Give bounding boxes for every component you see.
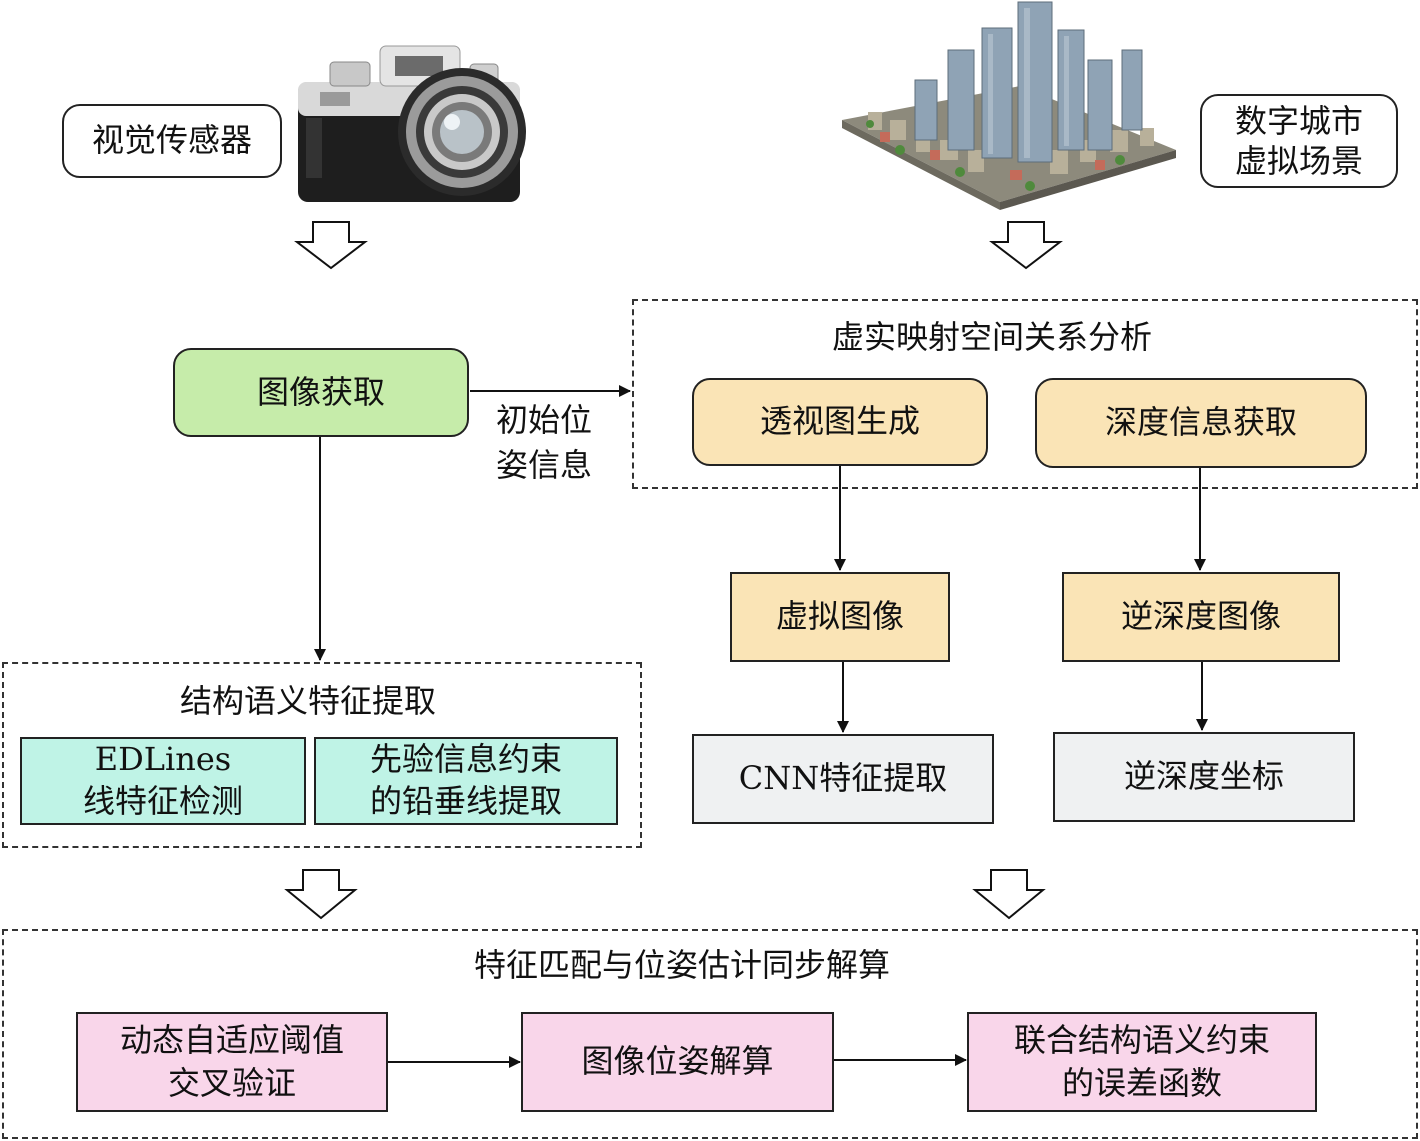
matching-group: [2, 929, 1418, 1139]
cross-validation-text: 动态自适应阈值 交叉验证: [119, 1020, 344, 1102]
image-acquire-node: 图像获取: [173, 348, 469, 437]
error-function-node: 联合结构语义约束 的误差函数: [967, 1012, 1317, 1112]
mapping-group: [632, 299, 1418, 489]
inverse-depth-coord-text: 逆深度坐标: [1123, 757, 1284, 796]
image-acquire-text: 图像获取: [256, 372, 385, 411]
perspective-node: 透视图生成: [692, 378, 988, 466]
vertical-lines-node: 先验信息约束 的铅垂线提取: [314, 737, 618, 825]
hollow-down-arrow-sensor: [294, 221, 368, 270]
depth-info-text: 深度信息获取: [1104, 403, 1297, 442]
inverse-depth-coord-node: 逆深度坐标: [1053, 732, 1355, 822]
hollow-down-arrow-mapping: [972, 869, 1046, 920]
matching-group-title: 特征匹配与位姿估计同步解算: [473, 946, 890, 984]
edlines-text: EDLines 线特征检测: [82, 740, 243, 820]
visual-sensor-label: 视觉传感器: [62, 104, 282, 178]
initial-pose-label: 初始位 姿信息: [495, 401, 592, 484]
cross-validation-node: 动态自适应阈值 交叉验证: [76, 1012, 388, 1112]
hollow-down-arrow-structure: [284, 869, 358, 920]
mapping-group-title: 虚实映射空间关系分析: [831, 318, 1152, 356]
edlines-node: EDLines 线特征检测: [20, 737, 306, 825]
cnn-feature-text: CNN特征提取: [738, 759, 948, 798]
digital-city-label: 数字城市 虚拟场景: [1200, 94, 1398, 188]
hollow-down-arrow-scene: [989, 221, 1063, 270]
cnn-feature-node: CNN特征提取: [692, 734, 994, 824]
pose-solve-text: 图像位姿解算: [581, 1042, 774, 1081]
visual-sensor-text: 视觉传感器: [91, 121, 252, 160]
inverse-depth-image-node: 逆深度图像: [1062, 572, 1340, 662]
inverse-depth-image-text: 逆深度图像: [1120, 597, 1281, 636]
vertical-lines-text: 先验信息约束 的铅垂线提取: [369, 740, 562, 820]
camera-icon: [298, 45, 526, 202]
virtual-image-text: 虚拟图像: [775, 597, 904, 636]
error-function-text: 联合结构语义约束 的误差函数: [1013, 1020, 1270, 1102]
structure-group-title: 结构语义特征提取: [179, 682, 436, 720]
city-model-icon: [842, 1, 1176, 210]
digital-city-text: 数字城市 虚拟场景: [1234, 102, 1363, 180]
pose-solve-node: 图像位姿解算: [521, 1012, 834, 1112]
structure-group: [2, 662, 642, 848]
perspective-text: 透视图生成: [759, 402, 920, 441]
depth-info-node: 深度信息获取: [1035, 378, 1367, 468]
virtual-image-node: 虚拟图像: [730, 572, 950, 662]
